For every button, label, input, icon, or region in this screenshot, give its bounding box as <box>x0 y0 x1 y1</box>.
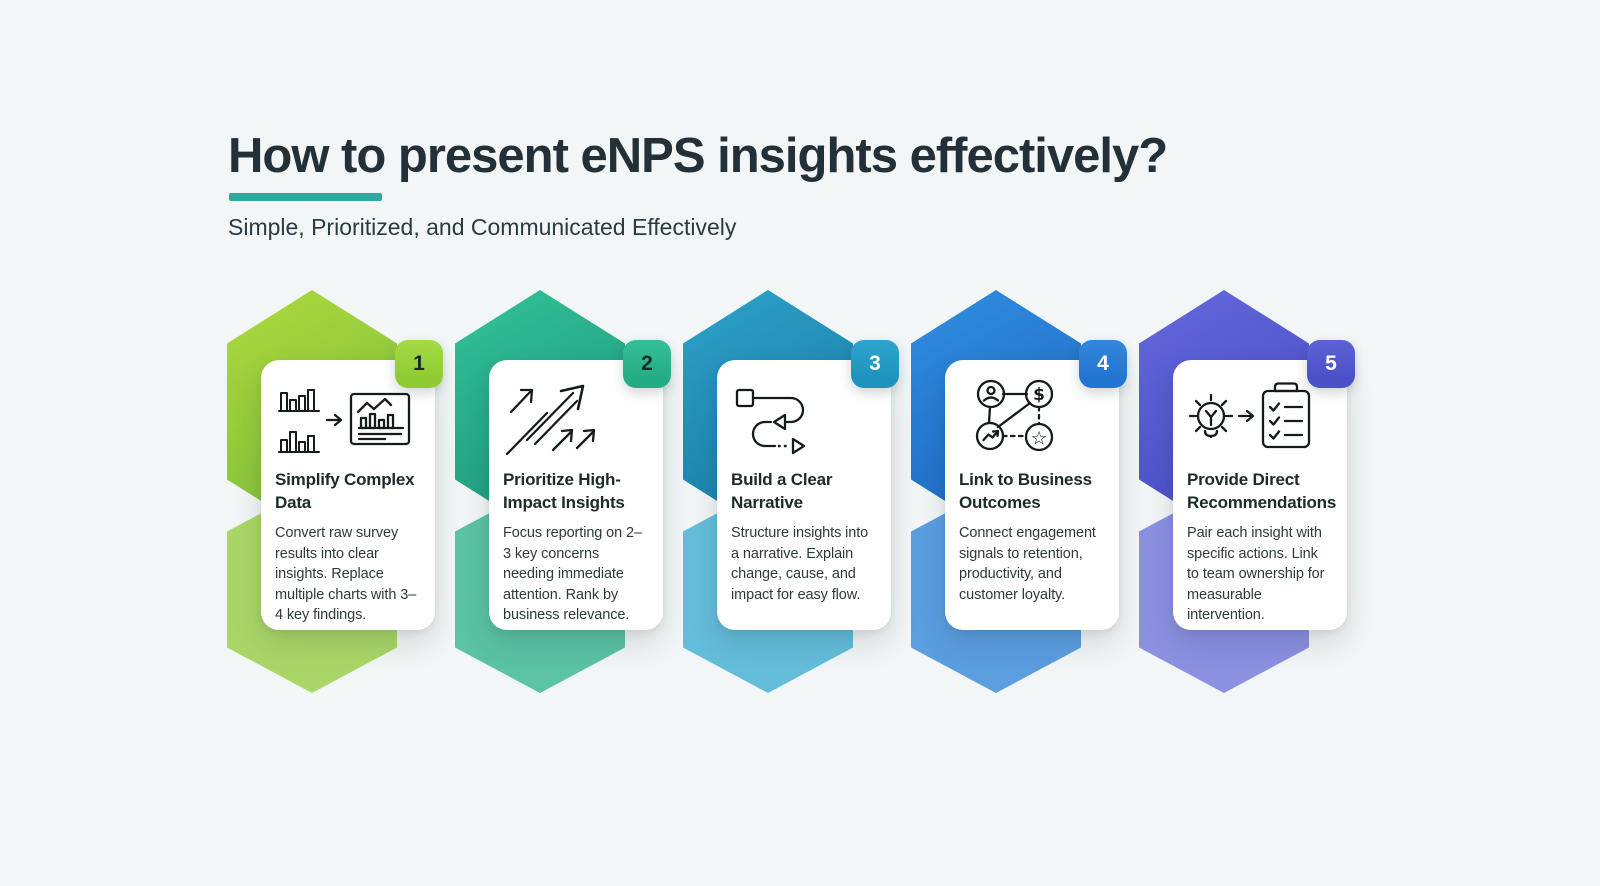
step-number-badge: 5 <box>1307 340 1355 388</box>
step-card: $ ☆ Link to Business Outcomes Connect en… <box>945 360 1119 630</box>
step-title: Build a Clear Narrative <box>731 470 833 512</box>
step-title: Prioritize High-Impact Insights <box>503 470 625 512</box>
step-unit-2: Prioritize High-Impact Insights Focus re… <box>453 290 681 695</box>
step-description: Pair each insight with specific actions.… <box>1187 525 1325 623</box>
step-number-badge: 4 <box>1079 340 1127 388</box>
step-unit-5: Provide Direct Recommendations Pair each… <box>1137 290 1365 695</box>
step-description: Convert raw survey results into clear in… <box>275 525 417 623</box>
svg-text:☆: ☆ <box>1030 428 1047 450</box>
charts-simplify-icon <box>275 378 421 462</box>
step-unit-1: Simplify Complex Data Convert raw survey… <box>225 290 453 695</box>
step-number-badge: 1 <box>395 340 443 388</box>
page-title: How to present eNPS insights effectively… <box>228 129 1168 183</box>
flow-path-icon <box>731 378 877 462</box>
step-description: Connect engagement signals to retention,… <box>959 525 1096 603</box>
page-subtitle: Simple, Prioritized, and Communicated Ef… <box>228 214 737 240</box>
step-title: Link to Business Outcomes <box>959 470 1092 512</box>
step-card: Simplify Complex Data Convert raw survey… <box>261 360 435 630</box>
step-unit-3: Build a Clear Narrative Structure insigh… <box>681 290 909 695</box>
flow-path-card: Build a Clear Narrative Structure insigh… <box>717 360 891 630</box>
svg-text:$: $ <box>1033 385 1045 405</box>
step-number-badge: 3 <box>851 340 899 388</box>
step-number-badge: 2 <box>623 340 671 388</box>
title-underline <box>229 193 382 201</box>
step-card: Provide Direct Recommendations Pair each… <box>1173 360 1347 630</box>
network-outcomes-icon: $ ☆ <box>959 378 1105 462</box>
step-title: Provide Direct Recommendations <box>1187 470 1337 512</box>
step-description: Focus reporting on 2–3 key concerns need… <box>503 525 642 623</box>
step-title: Simplify Complex Data <box>275 470 415 512</box>
step-card: Prioritize High-Impact Insights Focus re… <box>489 360 663 630</box>
step-unit-4: $ ☆ Link to Business Outcomes Connect en… <box>909 290 1137 695</box>
step-description: Structure insights into a narrative. Exp… <box>731 525 869 603</box>
idea-checklist-icon <box>1187 378 1333 462</box>
growth-arrows-icon <box>503 378 649 462</box>
